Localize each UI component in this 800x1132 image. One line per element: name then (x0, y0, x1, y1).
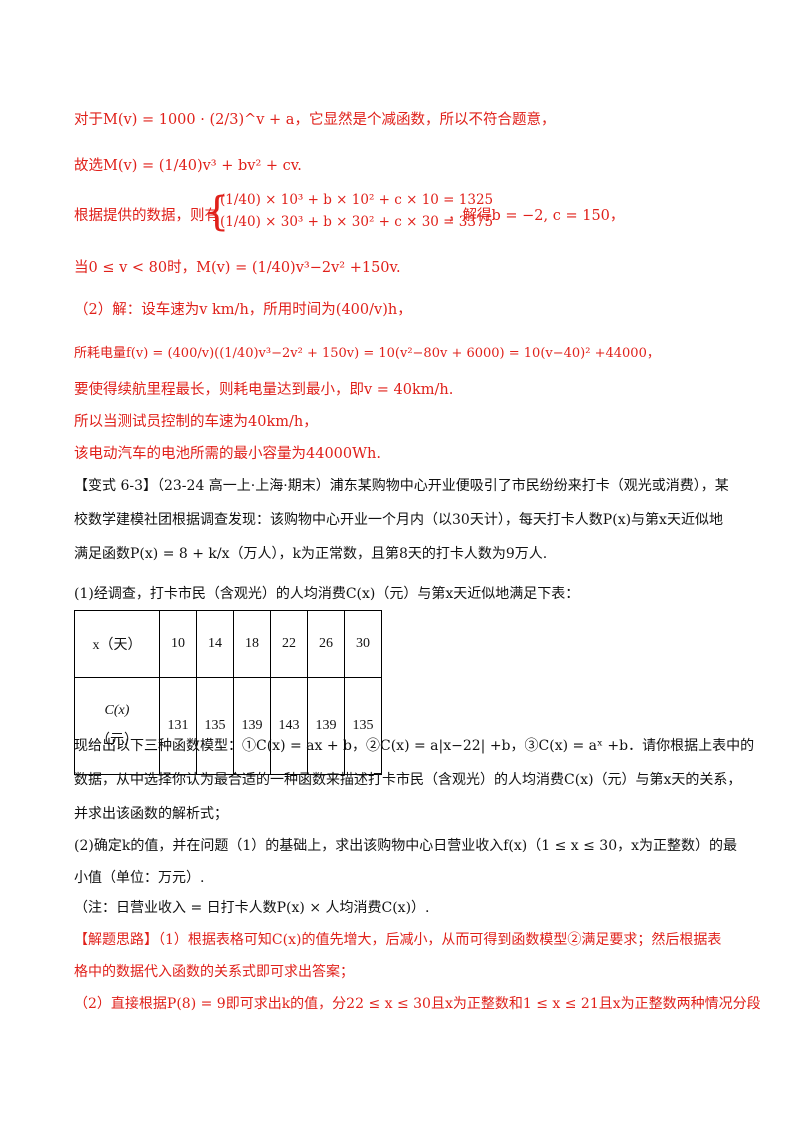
solution-line-5: （2）解：设车速为v km/h，所用时间为(400/v)h， (74, 302, 412, 318)
table-cell: 26 (307, 610, 345, 678)
hint-line-3: （2）直接根据P(8) = 9即可求出k的值，分22 ≤ x ≤ 30且x为正整… (74, 996, 761, 1012)
table-header-c-unit: （元） (96, 733, 138, 748)
solution-line-7: 要使得续航里程最长，则耗电量达到最小，即v = 40km/h. (74, 382, 454, 398)
problem-line-10: （注：日营业收入 = 日打卡人数P(x) × 人均消费C(x)）. (74, 900, 430, 916)
table-cell: 22 (270, 610, 308, 678)
table-cell: 10 (159, 610, 197, 678)
table-header-c-symbol: C(x) (104, 703, 130, 718)
table-cell: 135 (344, 677, 382, 775)
table-cell: 139 (233, 677, 271, 775)
solution-line-6: 所耗电量f(v) = (400/v)((1/40)v³−2v² + 150v) … (74, 346, 660, 361)
table-header-c: C(x) （元） (74, 677, 160, 775)
hint-line-1-text: （1）根据表格可知C(x)的值先增大，后减小，从而可得到函数模型②满足要求；然后… (158, 932, 722, 948)
problem-line-8: (2)确定k的值，并在问题（1）的基础上，求出该购物中心日营业收入f(x)（1 … (74, 838, 737, 854)
problem-line-9: 小值（单位：万元）. (74, 870, 205, 886)
solution-line-1: 对于M(v) = 1000 · (2/3)^v + a，它显然是个减函数，所以不… (74, 112, 556, 128)
hint-line-1: 【解题思路】（1）根据表格可知C(x)的值先增大，后减小，从而可得到函数模型②满… (74, 930, 734, 950)
data-table: x（天） 10 14 18 22 26 30 C(x) （元） 131 135 … (74, 610, 382, 775)
problem-line-7: 并求出该函数的解析式； (74, 806, 228, 822)
solution-line-2: 故选M(v) = (1/40)v³ + bv² + cv. (74, 158, 302, 174)
equation-system-brace: { (204, 189, 230, 235)
hint-line-2: 格中的数据代入函数的关系式即可求出答案； (74, 964, 354, 980)
table-cell: 135 (196, 677, 234, 775)
solution-line-4: 当0 ≤ v < 80时，M(v) = (1/40)v³−2v² +150v. (74, 260, 401, 276)
problem-line-4: (1)经调查，打卡市民（含观光）的人均消费C(x)（元）与第x天近似地满足下表： (74, 586, 580, 602)
equation-system-line-1: (1/40) × 10³ + b × 10² + c × 10 = 1325 (220, 192, 494, 208)
equation-system-line-2: (1/40) × 30³ + b × 30² + c × 30 = 3375 (220, 214, 494, 230)
solution-line-8: 所以当测试员控制的车速为40km/h， (74, 414, 318, 430)
problem-line-6: 数据，从中选择你认为最合适的一种函数来描述打卡市民（含观光）的人均消费C(x)（… (74, 772, 742, 788)
problem-line-2: 校数学建模社团根据调查发现：该购物中心开业一个月内（以30天计），每天打卡人数P… (74, 512, 723, 528)
hint-tag: 【解题思路】 (74, 932, 158, 948)
table-cell: 131 (159, 677, 197, 775)
problem-line-1: 【变式 6-3】（23-24 高一上·上海·期末）浦东某购物中心开业便吸引了市民… (74, 478, 729, 494)
table-cell: 18 (233, 610, 271, 678)
table-header-x: x（天） (74, 610, 160, 678)
table-cell: 139 (307, 677, 345, 775)
table-cell: 14 (196, 610, 234, 678)
solution-line-3-prefix: 根据提供的数据，则有 (74, 208, 219, 224)
problem-line-5: 现给出以下三种函数模型：①C(x) = ax + b，②C(x) = a|x−2… (74, 738, 755, 754)
problem-line-3: 满足函数P(x) = 8 + k/x（万人），k为正常数，且第8天的打卡人数为9… (74, 546, 548, 562)
table-cell: 143 (270, 677, 308, 775)
solution-line-9: 该电动汽车的电池所需的最小容量为44000Wh. (74, 446, 381, 462)
table-cell: 30 (344, 610, 382, 678)
solution-line-3-suffix: ，解得b = −2, c = 150， (448, 208, 625, 224)
